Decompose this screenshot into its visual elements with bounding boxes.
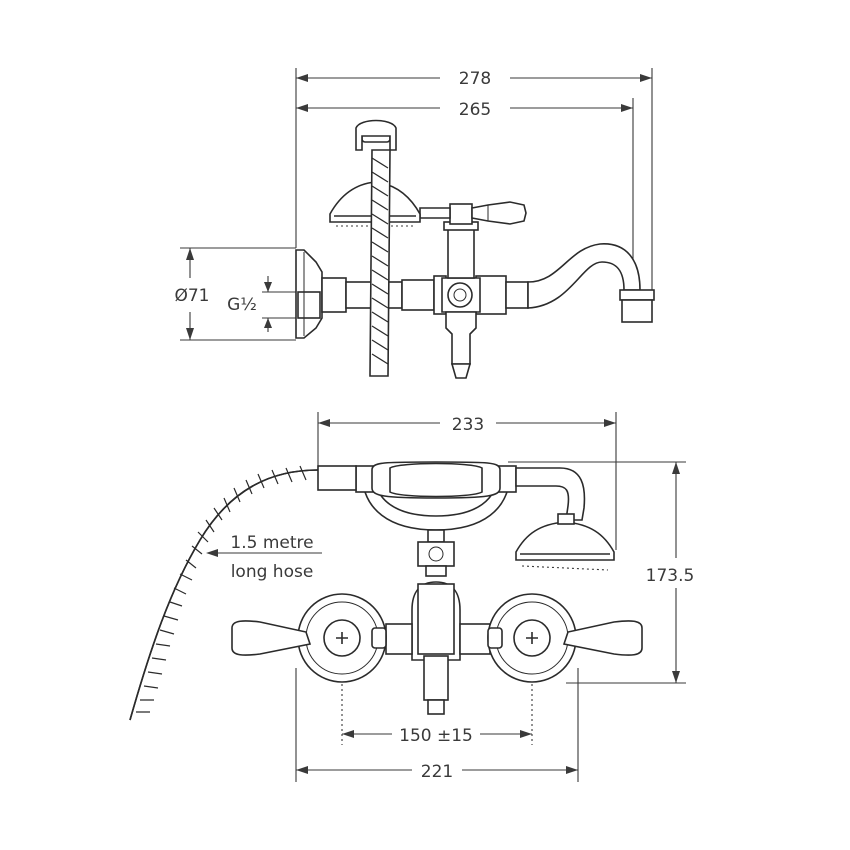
right-tap-front — [487, 593, 643, 683]
dim-diameter: Ø71 — [174, 247, 296, 341]
dim-233-label: 233 — [452, 415, 484, 435]
front-view: 233 173.5 150 ±15 — [129, 412, 695, 782]
dim-centres-label: 150 ±15 — [399, 726, 473, 746]
hose-note-line1: 1.5 metre — [230, 533, 313, 553]
dim-278: 278 — [295, 68, 653, 290]
diverter-front — [385, 529, 491, 715]
wall-flange — [295, 249, 323, 339]
hose-side — [369, 149, 391, 377]
left-tap-front — [231, 593, 387, 683]
dim-thread-label: G½ — [227, 295, 257, 315]
handset-cradle — [317, 461, 586, 531]
dim-221-label: 221 — [421, 762, 453, 782]
shower-head-front — [515, 513, 615, 571]
dim-thread: G½ — [227, 276, 300, 332]
hose-front — [129, 465, 319, 721]
hose-note: 1.5 metre long hose — [206, 533, 322, 582]
dim-diameter-label: Ø71 — [174, 286, 209, 306]
side-view: 278 265 Ø71 G½ — [174, 68, 655, 379]
hose-note-line2: long hose — [231, 562, 314, 582]
dim-173-5: 173.5 — [508, 461, 695, 684]
dim-233: 233 — [317, 412, 617, 550]
dim-221: 221 — [295, 668, 579, 782]
dim-265-label: 265 — [459, 100, 491, 120]
tap-body-side — [321, 201, 529, 379]
spout-side — [527, 243, 655, 323]
dim-centres: 150 ±15 — [341, 664, 533, 746]
dim-173-5-label: 173.5 — [646, 566, 695, 586]
dim-278-label: 278 — [459, 69, 491, 89]
